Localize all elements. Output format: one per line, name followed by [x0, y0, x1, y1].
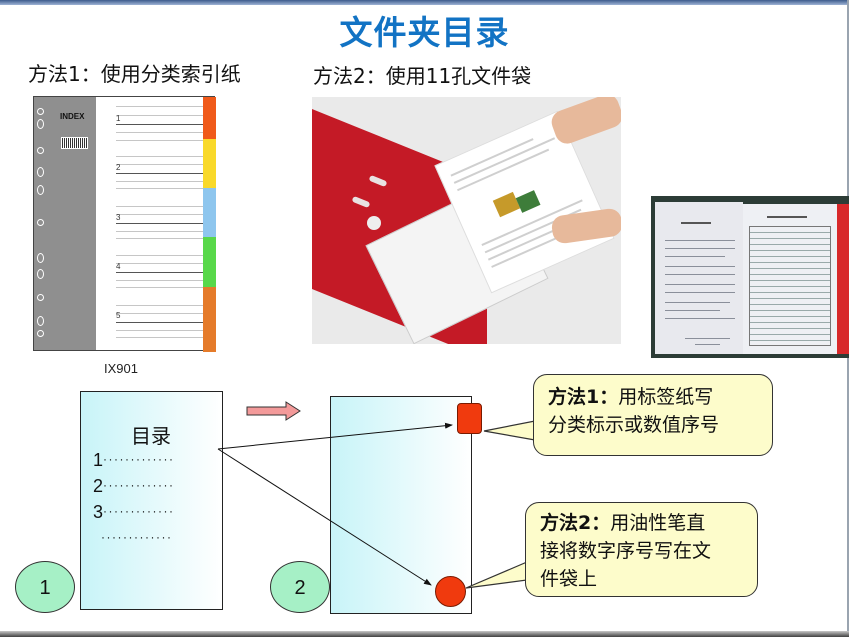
marker-pen-dot: [435, 576, 466, 607]
slide-title: 文件夹目录: [339, 13, 510, 52]
punch-hole-icon: [37, 294, 44, 301]
step-badge-1: 1: [15, 561, 75, 613]
punch-hole-icon: [37, 119, 44, 129]
punch-hole-icon: [37, 316, 44, 326]
tab-number: 5: [116, 311, 121, 320]
color-tab-5: [203, 287, 216, 352]
model-caption: IX901: [104, 361, 138, 376]
right-arrow-icon: [246, 401, 301, 421]
punch-hole-icon: [37, 269, 44, 279]
tab-number: 3: [116, 213, 121, 222]
slide-top-border: [0, 0, 849, 5]
toc-row: 2·············: [93, 476, 175, 496]
tab-number: 2: [116, 163, 121, 172]
toc-row: 1·············: [93, 450, 175, 470]
binder-hole: [367, 216, 381, 230]
table-image: [749, 226, 831, 346]
method1-heading: 方法1：使用分类索引纸: [28, 62, 241, 86]
barcode-icon: [61, 137, 88, 149]
hand: [548, 97, 621, 147]
punch-hole-icon: [37, 219, 44, 226]
color-tab-1: [203, 97, 216, 139]
color-tab-4: [203, 237, 216, 287]
toc-title: 目录: [131, 424, 171, 448]
toc-row: 3·············: [93, 502, 175, 522]
tab-number: 4: [116, 262, 121, 271]
method2-heading: 方法2：使用11孔文件袋: [313, 64, 532, 88]
tab-number: 1: [116, 114, 121, 123]
table-of-contents-page: 目录 1············· 2············· 3······…: [80, 391, 223, 610]
index-divider-image: INDEX 1 2 3 4 5: [33, 96, 216, 352]
punch-hole-icon: [37, 330, 44, 337]
color-tab-2: [203, 139, 216, 188]
step-badge-2: 2: [270, 561, 330, 613]
binder-photo: [312, 97, 621, 344]
slide-bottom-border: [0, 631, 849, 637]
method1-callout: 方法1：用标签纸写 分类标示或数值序号: [533, 374, 773, 456]
method2-callout: 方法2：用油性笔直 接将数字序号写在文 件袋上: [525, 502, 758, 597]
punch-hole-icon: [37, 185, 44, 195]
punch-hole-icon: [37, 253, 44, 263]
punch-hole-icon: [37, 167, 44, 177]
toc-row: ·············: [101, 530, 173, 544]
index-brand-label: INDEX: [60, 112, 85, 121]
label-sticker-marker: [457, 403, 482, 434]
punch-hole-icon: [37, 108, 44, 115]
color-tab-3: [203, 188, 216, 237]
punch-hole-icon: [37, 147, 44, 154]
booklet-photo: [651, 196, 849, 358]
